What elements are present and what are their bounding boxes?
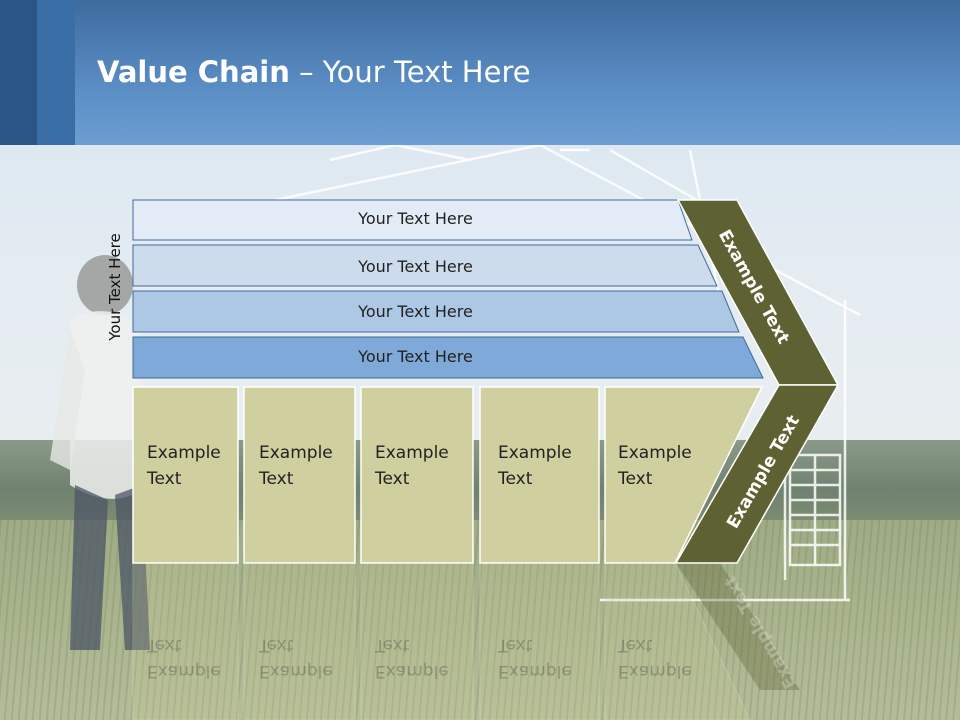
activity-box-2-reflection: Example Text [259, 632, 333, 684]
activity-box-3-reflection: Example Text [375, 632, 449, 684]
box-label-line2: Text [498, 469, 533, 489]
row-bar-3[interactable] [132, 290, 740, 333]
row-bar-4[interactable] [132, 336, 764, 379]
box-reflection-line2: Text [147, 635, 182, 655]
slide-title-bold: Value Chain [97, 55, 290, 89]
box-label-line2: Text [259, 469, 294, 489]
box-reflection-line2: Text [498, 635, 533, 655]
activity-box-4-label: Example Text [498, 440, 572, 492]
row-bar-2[interactable] [132, 244, 718, 287]
activity-box-4-reflection: Example Text [498, 632, 572, 684]
row-bar-1[interactable] [132, 199, 693, 241]
box-label-line1: Example [375, 443, 449, 463]
box-label-line2: Text [375, 469, 410, 489]
activity-box-4[interactable] [479, 386, 600, 564]
header-accent-stripe [37, 0, 75, 145]
box-label-line1: Example [618, 443, 692, 463]
box-reflection-line1: Example [147, 661, 221, 681]
box-reflection-line2: Text [618, 635, 653, 655]
activity-box-2-label: Example Text [259, 440, 333, 492]
activity-box-1-label: Example Text [147, 440, 221, 492]
box-label-line1: Example [259, 443, 333, 463]
activity-box-3-label: Example Text [375, 440, 449, 492]
box-label-line1: Example [147, 443, 221, 463]
row-label-2: Your Text Here [358, 257, 473, 276]
activity-box-2[interactable] [243, 386, 356, 564]
box-reflection-line2: Text [259, 635, 294, 655]
chevron-bottom[interactable] [674, 384, 840, 564]
person-silhouette [50, 255, 150, 650]
activity-box-1-reflection: Example Text [147, 632, 221, 684]
box-reflection-line1: Example [498, 661, 572, 681]
activity-box-5[interactable] [604, 386, 764, 564]
activity-box-1[interactable] [132, 386, 239, 564]
title-bar: Value Chain – Your Text Here [0, 0, 960, 145]
row-label-1: Your Text Here [358, 209, 473, 228]
row-label-4: Your Text Here [358, 347, 473, 366]
box-label-line2: Text [147, 469, 182, 489]
vertical-axis-label: Your Text Here [106, 233, 124, 341]
box-reflection-line2: Text [375, 635, 410, 655]
box-label-line2: Text [618, 469, 653, 489]
row-label-3: Your Text Here [358, 302, 473, 321]
box-reflection-line1: Example [618, 661, 692, 681]
slide-title: Value Chain – Your Text Here [97, 55, 531, 89]
box-reflection-line1: Example [259, 661, 333, 681]
activity-box-3[interactable] [360, 386, 474, 564]
slide-title-rest: – Your Text Here [289, 55, 531, 89]
box-reflection-line1: Example [375, 661, 449, 681]
header-accent-stripe [0, 0, 37, 145]
activity-box-5-label: Example Text [618, 440, 692, 492]
chevron-reflection [676, 563, 800, 690]
box-label-line1: Example [498, 443, 572, 463]
activity-box-5-reflection: Example Text [618, 632, 692, 684]
